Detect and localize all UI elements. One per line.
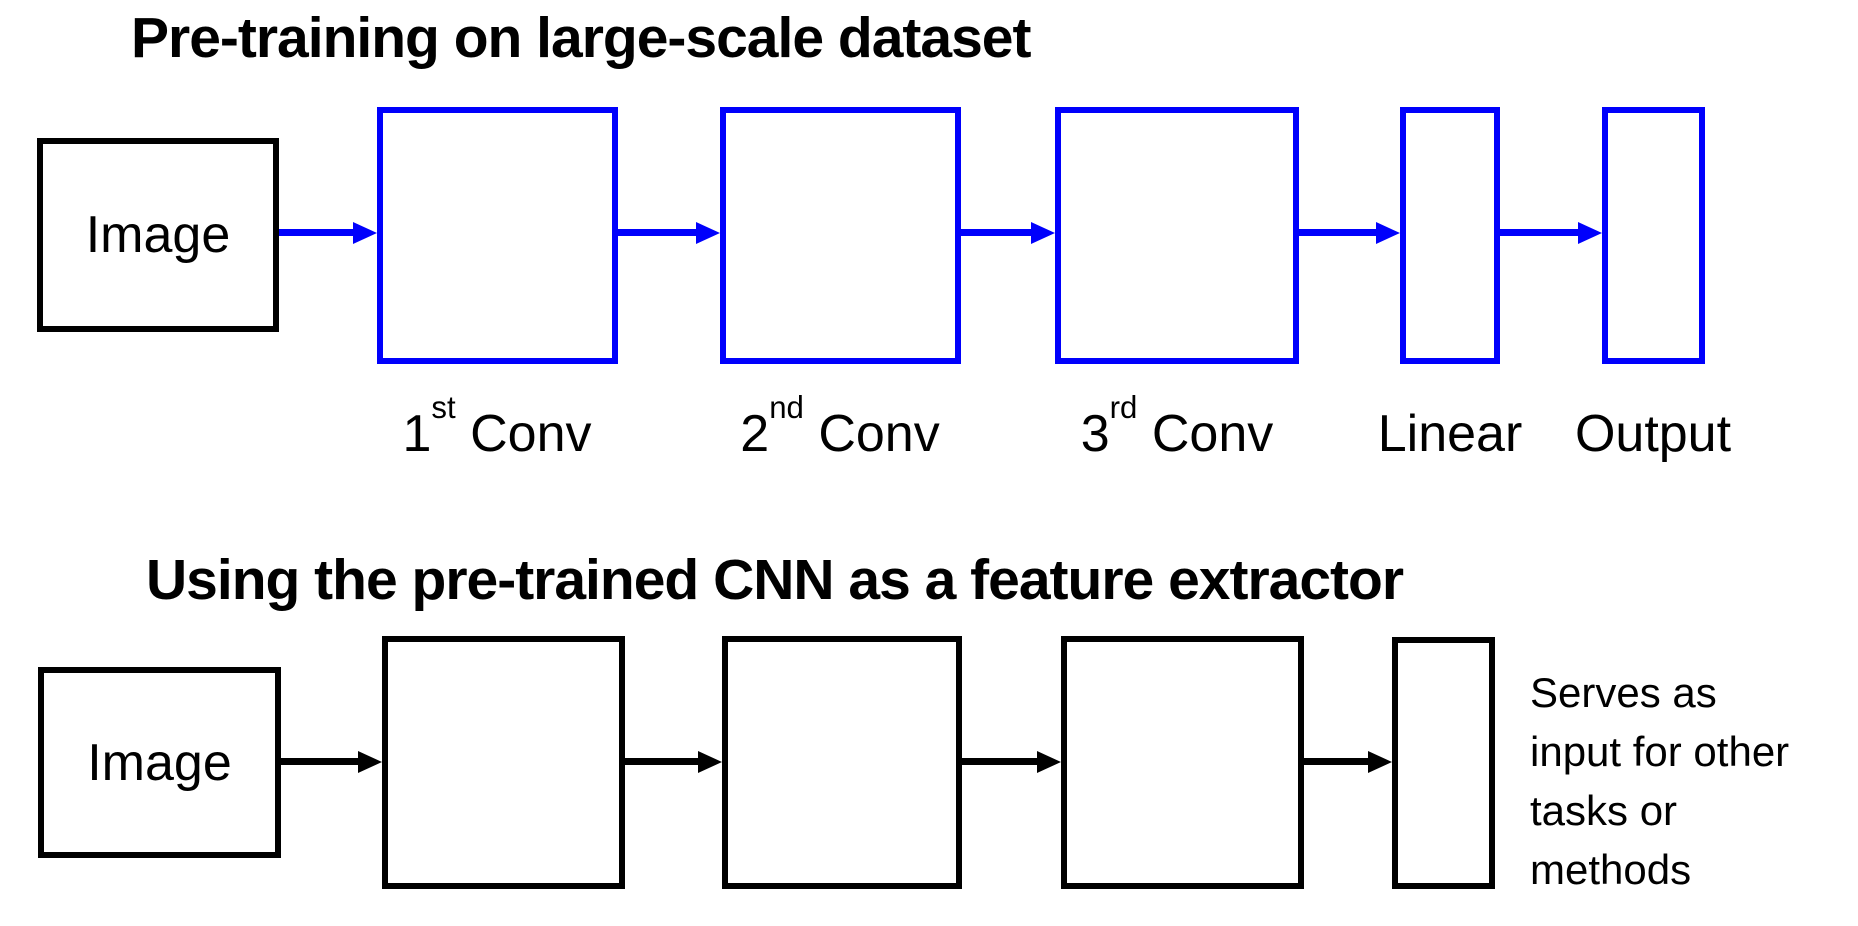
pretrain-output-box	[1602, 107, 1705, 364]
pretrain-image-label: Image	[85, 206, 231, 264]
flow-arrow-black-2	[625, 758, 698, 765]
pretrain-section-title: Pre-training on large-scale dataset	[131, 6, 1031, 70]
flow-arrow-blue-1	[279, 229, 353, 236]
extract-conv3-box	[1061, 636, 1304, 889]
extract-image-label: Image	[87, 733, 232, 792]
extract-image-label-wrap: Image	[44, 673, 275, 852]
pretrain-conv2-box	[720, 107, 961, 364]
extract-conv2-box	[722, 636, 962, 889]
flow-arrow-blue-2	[618, 229, 696, 236]
layer-label-linear: Linear	[1377, 405, 1523, 463]
pretrain-linear-box	[1400, 107, 1500, 364]
pretrain-image-input-box: Image	[37, 138, 279, 332]
layer-label-conv2: 2nd Conv	[740, 389, 940, 463]
flow-arrow-blue-3	[961, 229, 1031, 236]
pretrain-conv3-box	[1055, 107, 1299, 364]
pretrain-image-label-wrap: Image	[43, 144, 273, 326]
extract-image-input-box: Image	[38, 667, 281, 858]
flow-arrow-blue-4	[1299, 229, 1376, 236]
flow-arrow-black-1	[281, 758, 358, 765]
extract-feature-box	[1392, 637, 1495, 889]
layer-label-conv1: 1st Conv	[402, 389, 592, 463]
flow-arrow-black-4	[1304, 758, 1368, 765]
flow-arrow-black-3	[962, 758, 1037, 765]
layer-label-output: Output	[1574, 405, 1732, 463]
layer-label-conv3: 3rd Conv	[1080, 389, 1274, 463]
flow-arrow-blue-5	[1500, 229, 1578, 236]
extract-section-title: Using the pre-trained CNN as a feature e…	[146, 548, 1404, 612]
pretrain-conv1-box	[377, 107, 618, 364]
extract-conv1-box	[382, 636, 625, 889]
feature-note: Serves as input for other tasks or metho…	[1530, 669, 1790, 893]
